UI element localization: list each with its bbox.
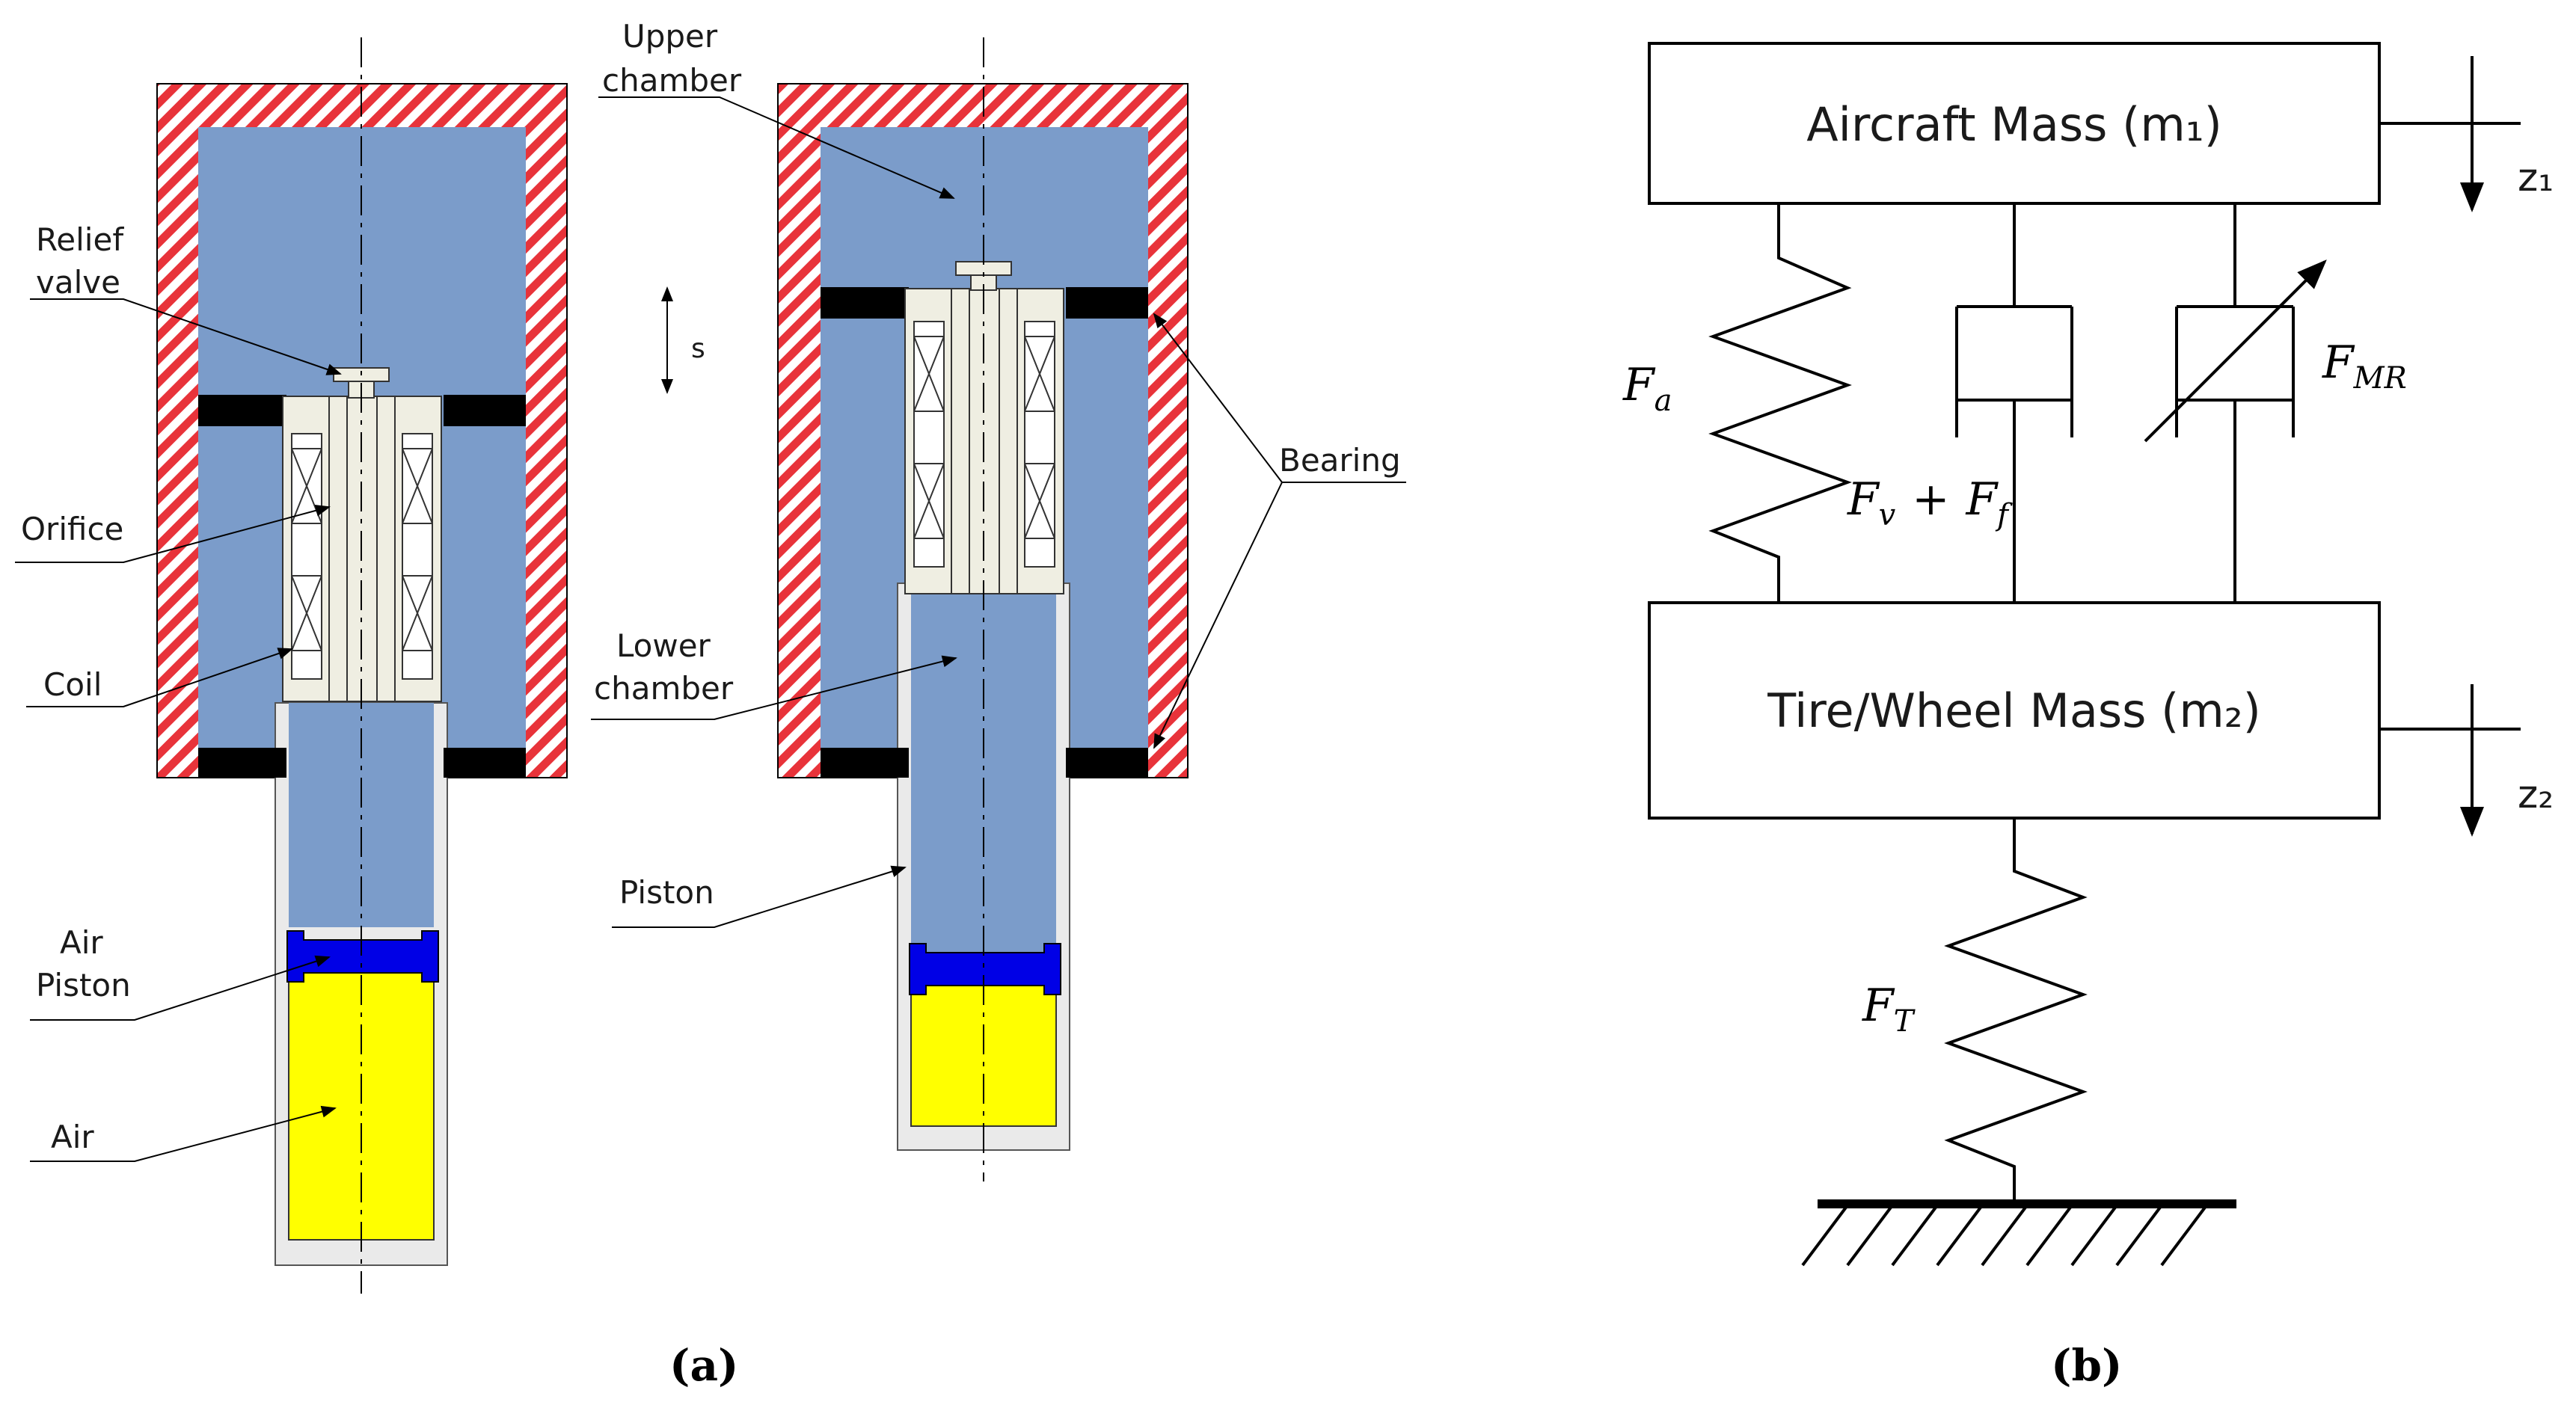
coil-right-1	[913, 321, 945, 568]
coil-winding-right-1	[913, 336, 945, 539]
label-stroke: s	[691, 334, 705, 364]
coil-winding-left-1	[291, 448, 322, 651]
strut-compressed	[777, 37, 1189, 1181]
tire-spring	[1944, 818, 2088, 1204]
label-coil: Coil	[43, 666, 102, 703]
label-air-piston-line1: Air	[60, 924, 103, 961]
mr-damper-cup	[2175, 305, 2295, 437]
aircraft-mass-label: Aircraft Mass (m₁)	[1806, 97, 2222, 152]
label-upper-chamber-line2: chamber	[602, 62, 742, 99]
label-lower-chamber-line1: Lower	[616, 627, 711, 664]
Fv-subscript: v	[1879, 498, 1896, 532]
air-piston-left	[286, 930, 439, 983]
label-air-piston-line2: Piston	[36, 967, 131, 1003]
z2-label: z₂	[2518, 772, 2554, 817]
bearing-right-lower-2	[1066, 748, 1148, 778]
panel-a-labels: Relief valve Orifice Coil Air Piston Air…	[15, 18, 1406, 1391]
leader-orifice	[15, 504, 331, 563]
panel-b: Aircraft Mass (m₁) Tire/Wheel Mass (m₂) …	[1622, 42, 2554, 1391]
tire-wheel-mass-block	[1648, 601, 2381, 820]
label-relief-valve-line1: Relief	[36, 221, 124, 258]
leader-lower-chamber	[591, 655, 957, 720]
Ff-subscript: f	[1995, 498, 2013, 532]
leader-air	[30, 1105, 337, 1162]
label-upper-chamber-line1: Upper	[622, 18, 718, 55]
leader-bearing-upper	[1153, 313, 1283, 483]
coil-right-2	[1024, 321, 1055, 568]
Fa-subscript: a	[1655, 384, 1672, 418]
orifice-left-1	[328, 396, 348, 702]
orifice-right-2	[999, 288, 1018, 594]
leader-coil	[26, 648, 293, 707]
label-lower-chamber-line2: chamber	[594, 670, 734, 707]
label-relief-valve-line2: valve	[36, 264, 120, 301]
viscous-damper-cup	[1955, 305, 2073, 437]
FMR-subscript: MR	[2353, 361, 2407, 396]
FMR-label: FMR	[2322, 336, 2407, 396]
z1-label: z₁	[2518, 156, 2554, 200]
air-spring	[1708, 203, 1852, 603]
orifice-right-1	[951, 288, 970, 594]
FT-label: FT	[1862, 980, 1916, 1039]
label-piston: Piston	[619, 874, 714, 911]
strut-extended	[156, 37, 568, 1294]
bearing-right-lower-1	[821, 748, 909, 778]
bearing-left-upper-2	[444, 395, 526, 426]
leader-relief-valve	[30, 298, 342, 375]
coil-left-1	[291, 433, 322, 680]
label-bearing: Bearing	[1279, 442, 1401, 479]
leader-air-piston	[30, 955, 331, 1021]
leader-bearing-lower	[1153, 482, 1283, 749]
tire-wheel-mass-label: Tire/Wheel Mass (m₂)	[1767, 683, 2261, 738]
bearing-right-upper-1	[821, 287, 909, 319]
coil-winding-left-2	[402, 448, 433, 651]
air-piston-right	[909, 943, 1061, 995]
bearing-left-upper-1	[198, 395, 286, 426]
leader-piston	[612, 865, 907, 928]
mr-variable-arrow	[2144, 259, 2327, 443]
coil-winding-right-2	[1024, 336, 1055, 539]
coil-left-2	[402, 433, 433, 680]
FT-subscript: T	[1894, 1004, 1916, 1039]
plus-sign: +	[1912, 473, 1949, 526]
air-right	[910, 985, 1057, 1127]
bearing-left-lower-1	[198, 748, 286, 778]
leader-upper-chamber	[598, 96, 955, 199]
orifice-left-2	[376, 396, 396, 702]
caption-a: (a)	[669, 1340, 738, 1391]
label-air: Air	[51, 1119, 94, 1155]
Fa-label: Fa	[1622, 359, 1672, 418]
ground-hatch	[1801, 1204, 2208, 1267]
Ff-F: F	[1966, 473, 1999, 526]
Fv-Ff-label: Fv+Ff	[1847, 473, 2013, 532]
label-orifice: Orifice	[21, 511, 123, 547]
caption-b: (b)	[2051, 1340, 2122, 1391]
bearing-left-lower-2	[444, 748, 526, 778]
bearing-right-upper-2	[1066, 287, 1148, 319]
